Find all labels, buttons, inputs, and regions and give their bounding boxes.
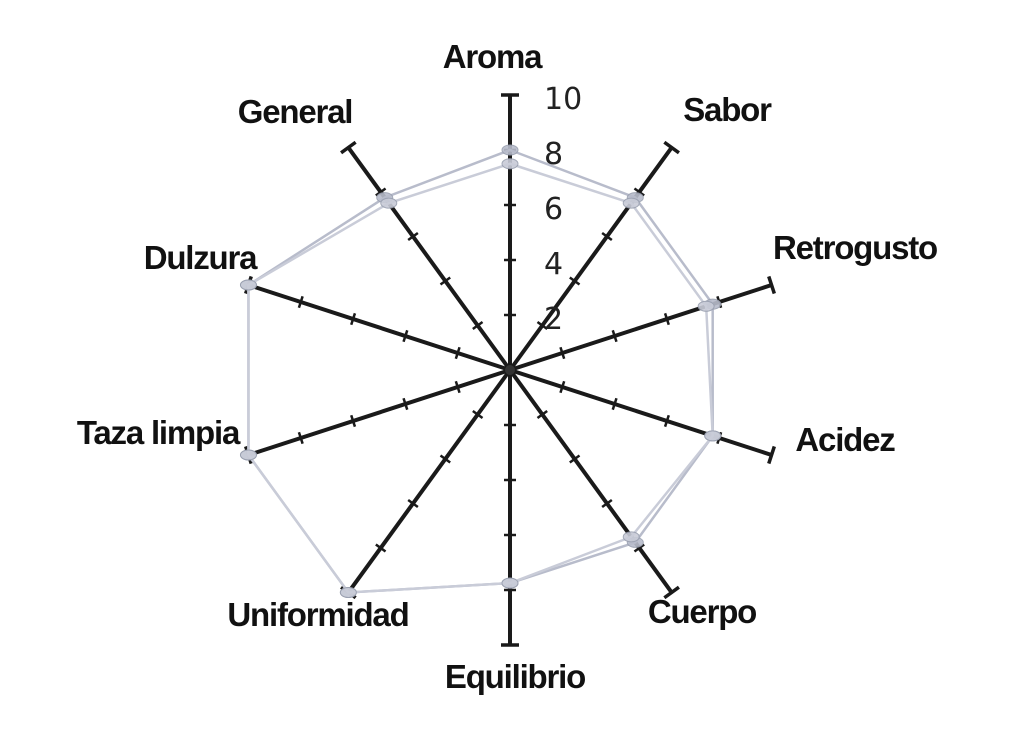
axis-tick	[439, 276, 451, 286]
axis-tick	[402, 329, 409, 343]
axis-tick	[569, 454, 581, 464]
axis-labels: AromaSaborRetrogustoAcidezCuerpoEquilibr…	[77, 38, 938, 695]
axis-tick	[611, 397, 618, 411]
axis-label-dulzura: Dulzura	[144, 239, 258, 276]
axis-tick	[297, 431, 304, 445]
r-tick-label: 6	[544, 192, 563, 227]
radial-tick-labels: 2 4 6 8 10	[544, 82, 582, 337]
axis-tick	[663, 312, 670, 326]
axis-line-6	[346, 368, 512, 594]
center-point	[505, 365, 515, 375]
axis-tick	[454, 346, 461, 360]
series-polygon-0	[247, 148, 714, 594]
axis-tick	[350, 414, 357, 428]
axis-tick	[611, 329, 618, 343]
axis-tick	[350, 312, 357, 326]
axis-line-7	[247, 368, 511, 457]
axis-line-9	[346, 146, 512, 372]
data-point	[501, 577, 519, 589]
axis-tick	[601, 498, 613, 509]
data-point	[697, 300, 715, 312]
axis-label-aroma: Aroma	[443, 38, 543, 75]
series-layer	[239, 144, 722, 598]
axis-tick	[472, 409, 484, 420]
axis-line-2	[509, 283, 773, 372]
axis-tick	[633, 187, 645, 197]
data-point	[339, 586, 357, 598]
axis-label-acidez: Acidez	[795, 421, 895, 458]
axis-tick	[375, 187, 387, 197]
axis-tick	[663, 585, 680, 600]
axis-tick	[407, 231, 419, 242]
axis-tick	[375, 543, 387, 553]
axis-tick	[767, 445, 776, 465]
axis-line-3	[509, 368, 773, 457]
axis-tick	[559, 346, 566, 360]
data-point	[704, 430, 722, 442]
data-point	[501, 144, 519, 156]
axis-label-equilibrio: Equilibrio	[445, 658, 585, 695]
data-point	[380, 197, 398, 209]
axis-line-1	[508, 146, 674, 372]
axis-tick	[407, 498, 419, 509]
axis-tick	[663, 140, 680, 155]
data-point	[501, 158, 519, 170]
axis-label-cuerpo: Cuerpo	[648, 593, 756, 630]
axis-tick	[402, 397, 409, 411]
r-tick-label: 2	[544, 302, 563, 337]
axis-tick	[536, 320, 548, 331]
data-point	[239, 449, 257, 461]
r-tick-label: 8	[544, 137, 563, 172]
data-point	[622, 531, 640, 543]
axis-label-taza-limpia: Taza limpia	[77, 414, 241, 451]
axis-label-uniformidad: Uniformidad	[227, 596, 408, 633]
axis-tick	[297, 295, 304, 309]
r-tick-label: 4	[544, 247, 563, 282]
axis-label-sabor: Sabor	[683, 91, 772, 128]
axis-tick	[472, 320, 484, 331]
axis-tick	[601, 231, 613, 242]
axis-tick	[439, 454, 451, 464]
axis-tick	[569, 276, 581, 286]
axis-tick	[767, 275, 776, 295]
axis-line-4	[508, 368, 674, 594]
axis-tick	[536, 409, 548, 420]
axis-label-retrogusto: Retrogusto	[773, 229, 937, 266]
axis-line-8	[247, 283, 511, 372]
axis-label-general: General	[238, 93, 353, 130]
axis-tick	[663, 414, 670, 428]
data-point	[239, 279, 257, 291]
r-tick-label: 10	[544, 82, 582, 117]
axis-tick	[559, 380, 566, 394]
data-point	[622, 197, 640, 209]
axes	[244, 93, 776, 647]
axis-tick	[340, 140, 357, 155]
axis-tick	[454, 380, 461, 394]
axis-tick	[633, 543, 645, 553]
